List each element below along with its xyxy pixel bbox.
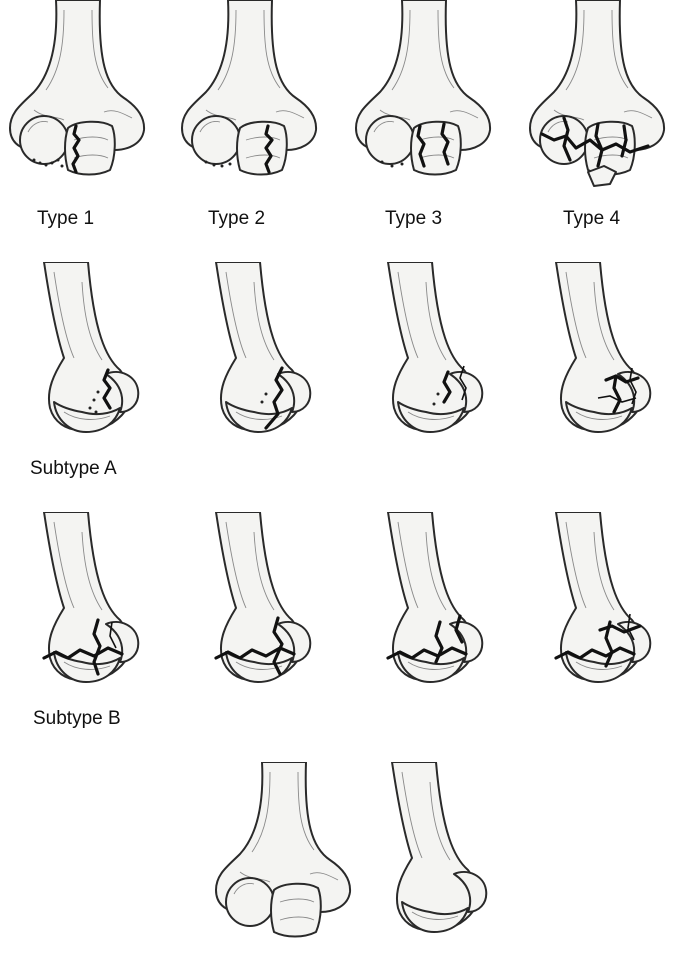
figure-type3-anterior: [350, 0, 500, 190]
figure-subtypeA-type3: [368, 262, 488, 452]
label-subtype-a: Subtype A: [30, 458, 117, 479]
figure-type1-anterior: [4, 0, 154, 190]
label-type3: Type 3: [385, 208, 443, 229]
figure-subtypeB-type2: [196, 512, 316, 702]
label-type1: Type 1: [37, 208, 95, 229]
label-subtype-b: Subtype B: [33, 708, 121, 729]
figure-subtypeA-type1: [24, 262, 144, 452]
figure-normal-anterior: [210, 762, 360, 952]
figure-subtypeB-type1: [24, 512, 144, 702]
label-type4: Type 4: [563, 208, 621, 229]
figure-type2-anterior: [176, 0, 326, 190]
figure-subtypeB-type3: [368, 512, 488, 702]
figure-subtypeA-type2: [196, 262, 316, 452]
figure-subtypeA-type4: [536, 262, 656, 452]
figure-type4-anterior: [524, 0, 674, 190]
figure-subtypeB-type4: [536, 512, 656, 702]
label-type2: Type 2: [208, 208, 266, 229]
figure-normal-lateral: [372, 762, 492, 952]
